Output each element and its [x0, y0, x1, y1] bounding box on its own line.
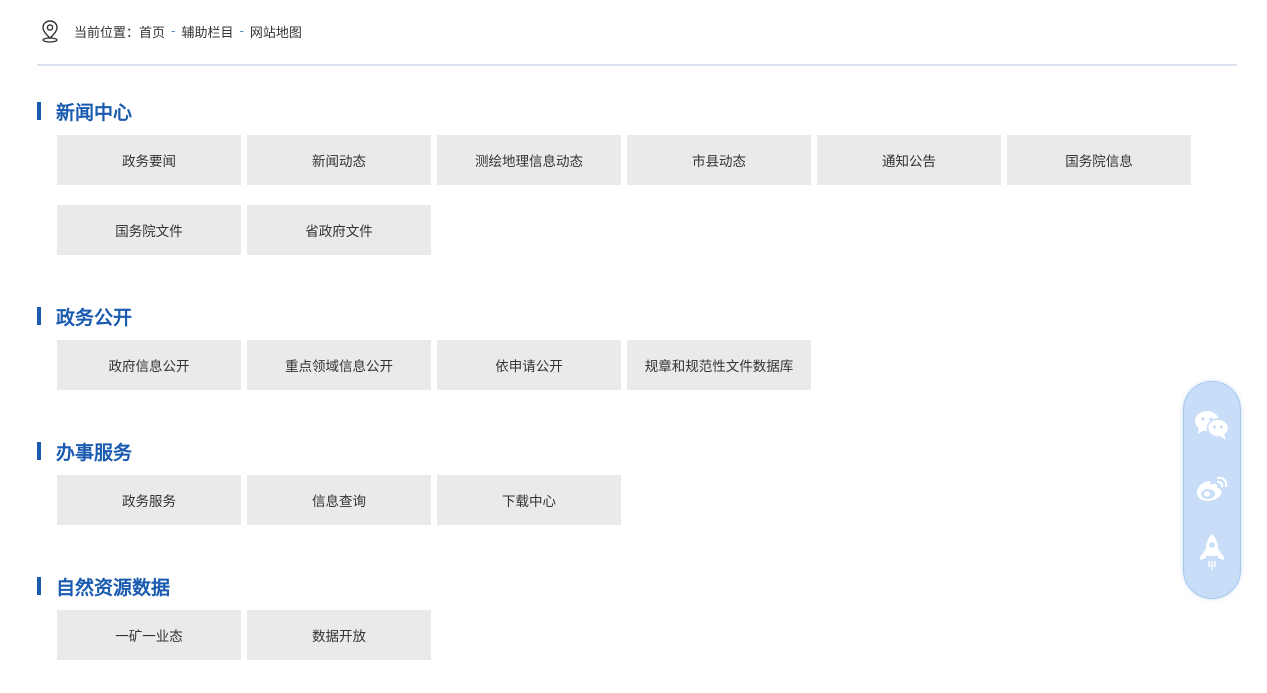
link-item[interactable]: 政务要闻: [57, 135, 241, 185]
link-item[interactable]: 信息查询: [247, 475, 431, 525]
section-title-text: 新闻中心: [56, 101, 133, 124]
breadcrumb-home[interactable]: 首页: [139, 25, 166, 41]
link-item[interactable]: 市县动态: [627, 135, 811, 185]
link-item[interactable]: 新闻动态: [247, 135, 431, 185]
section-marker: [37, 307, 41, 325]
link-item[interactable]: 省政府文件: [247, 205, 431, 255]
weibo-icon[interactable]: [1192, 469, 1232, 506]
section-title: 政务公开: [37, 303, 1197, 329]
section-links: 政务要闻 新闻动态 测绘地理信息动态 市县动态 通知公告 国务院信息 国务院文件…: [57, 135, 1197, 275]
link-item[interactable]: 国务院信息: [1007, 135, 1191, 185]
section-news-center: 新闻中心 政务要闻 新闻动态 测绘地理信息动态 市县动态 通知公告 国务院信息 …: [37, 98, 1197, 275]
breadcrumb-separator: -: [171, 23, 176, 39]
link-item[interactable]: 规章和规范性文件数据库: [627, 340, 811, 390]
section-natural-resources-data: 自然资源数据 一矿一业态 数据开放: [37, 573, 1197, 680]
section-gov-affairs-open: 政务公开 政府信息公开 重点领域信息公开 依申请公开 规章和规范性文件数据库: [37, 303, 1197, 410]
section-title: 自然资源数据: [37, 573, 1197, 599]
link-item[interactable]: 依申请公开: [437, 340, 621, 390]
section-links: 政府信息公开 重点领域信息公开 依申请公开 规章和规范性文件数据库: [57, 340, 1197, 410]
link-item[interactable]: 政府信息公开: [57, 340, 241, 390]
breadcrumb-aux-column[interactable]: 辅助栏目: [181, 25, 234, 41]
breadcrumb-sitemap[interactable]: 网站地图: [249, 25, 302, 41]
section-title-text: 自然资源数据: [56, 576, 171, 599]
section-marker: [37, 577, 41, 595]
link-item[interactable]: 通知公告: [817, 135, 1001, 185]
breadcrumb: 当前位置： 首页 - 辅助栏目 - 网站地图: [40, 18, 302, 44]
divider: [37, 64, 1237, 66]
link-item[interactable]: 国务院文件: [57, 205, 241, 255]
link-item[interactable]: 政务服务: [57, 475, 241, 525]
section-services: 办事服务 政务服务 信息查询 下载中心: [37, 438, 1197, 545]
section-links: 一矿一业态 数据开放: [57, 610, 1197, 680]
link-item[interactable]: 下载中心: [437, 475, 621, 525]
section-marker: [37, 442, 41, 460]
section-title: 办事服务: [37, 438, 1197, 464]
link-item[interactable]: 测绘地理信息动态: [437, 135, 621, 185]
wechat-icon[interactable]: [1192, 406, 1232, 443]
rocket-back-to-top-icon[interactable]: [1192, 532, 1232, 572]
section-title-text: 政务公开: [56, 306, 133, 329]
link-item[interactable]: 重点领域信息公开: [247, 340, 431, 390]
section-marker: [37, 102, 41, 120]
floating-share-bar: [1183, 381, 1241, 599]
link-item[interactable]: 一矿一业态: [57, 610, 241, 660]
section-title-text: 办事服务: [56, 441, 133, 464]
breadcrumb-separator: -: [239, 23, 244, 39]
section-links: 政务服务 信息查询 下载中心: [57, 475, 1197, 545]
link-item[interactable]: 数据开放: [247, 610, 431, 660]
location-pin-icon: [40, 18, 62, 44]
section-title: 新闻中心: [37, 98, 1197, 124]
breadcrumb-prefix: 当前位置：: [74, 25, 140, 41]
